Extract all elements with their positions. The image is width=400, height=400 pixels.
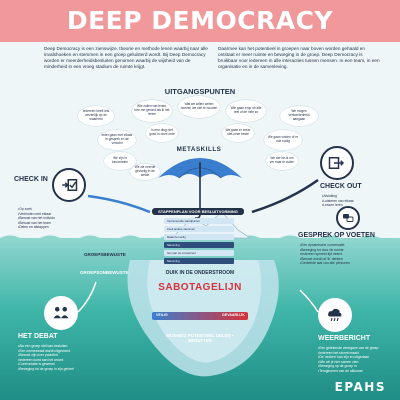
list-item: Wie wil je hier samen zien	[318, 360, 394, 365]
list-item: De 'wolken' kan zijn en uitgedaan	[318, 355, 394, 360]
list-item: Een getekende weergave van de groep	[318, 346, 394, 351]
checkbox-arrow-icon	[62, 179, 78, 191]
list-item: Beweging op de groep in	[318, 364, 394, 369]
groepsonbewuste-label: GROEPSONBEWUSTE	[80, 270, 129, 275]
list-item: Bewust van het team	[18, 221, 88, 226]
bubble: We zie neerde gevoelig in de welde	[130, 164, 160, 180]
list-item: Iedereen komt aan het woord	[18, 358, 110, 363]
check-out-title: CHECK OUT	[320, 183, 362, 190]
bubble: We gaan er zeker niet-onze beste	[222, 124, 254, 142]
list-item: Bewust zijn over polariteit	[18, 353, 110, 358]
uitgangspunten-heading: UITGANGSPUNTEN	[164, 87, 236, 96]
bubble: Wat we willen weten hoeven we niet te ho…	[178, 96, 220, 118]
bubble: Wie gaan erop uit alle reel of de hele z…	[226, 100, 266, 122]
list-item: Luisteren van elkaar	[322, 199, 392, 204]
list-item: Beweging tot de groep in zijn geheel	[18, 367, 110, 372]
onderstroom-label: DUIK IN DE ONDERSTROOM	[165, 270, 235, 276]
list-item: Iedereen spreekt tijd neemt	[300, 252, 392, 257]
bubble: Wie zullen wel lenen, ben me gerond als …	[132, 100, 172, 122]
list-item: Delen en afstappen	[18, 225, 88, 230]
bubble: Ieder gaan met elkaar in gesprek en de v…	[98, 130, 136, 150]
bubble: We der be-ik om ver naar te zullen	[266, 152, 298, 170]
list-item: Bewust van het individu	[18, 216, 88, 221]
check-in-icon-wrap	[52, 168, 86, 202]
step-row: Ga naar de minderheid	[164, 250, 234, 256]
list-item: Lessen leren	[322, 203, 392, 208]
list-item: Gedeelde taal van alle personen	[300, 261, 392, 266]
chat-bubbles-icon	[343, 214, 354, 222]
list-item: Op zoek	[18, 207, 88, 212]
wijsheid-label: WIJSHEID POTENTIEEL DELEN + BENUTTEN	[165, 333, 235, 343]
steps-header: STAPPENPLAN VOOR BESLUITVORMING	[152, 208, 244, 215]
list-item: Afsluiting	[322, 194, 392, 199]
intro-right: Daarmee kan het potentieel in groepen na…	[218, 46, 380, 69]
step-row: Stemming	[164, 258, 234, 264]
two-people-icon	[53, 307, 69, 319]
page-title: DEEP DEMOCRACY	[66, 6, 334, 35]
list-item: Beweging tot door de ruimte	[300, 248, 392, 253]
debat-list: Als een groep niet kan besluiten Een omm…	[18, 344, 110, 372]
list-item: Confrontatie is gewenst	[18, 362, 110, 367]
weerbericht-title: WEERBERICHT	[318, 335, 371, 342]
debat-title: HET DEBAT	[18, 333, 58, 340]
list-item: Een ommezwaai wordt uitgevoerd	[18, 349, 110, 354]
gesprek-title: GESPREK OP VOETEN	[298, 232, 375, 239]
check-out-list: Afsluiting Luisteren van elkaar Lessen l…	[322, 194, 392, 208]
bubble: We mogen verbondenheid aangaan	[280, 106, 318, 126]
bubble: Iedereen heeft iets wezenlijk op de waar…	[78, 106, 114, 126]
epahs-logo: EPAHS	[334, 380, 386, 394]
step-row: Zoek andere stemmen	[164, 226, 234, 232]
step-row: Verzamel alle standpunten	[164, 218, 234, 224]
check-in-title: CHECK IN	[14, 176, 48, 183]
intro-left: Deep Democracy is een zienswijze, theori…	[44, 46, 208, 69]
weerbericht-icon-wrap	[318, 298, 352, 332]
bubble: We zijn in beoordelen	[104, 152, 136, 170]
safety-gradient	[152, 312, 248, 320]
gevaarlijk-label: GEVAARLIJK	[222, 313, 245, 317]
arrow-box-icon	[328, 157, 345, 169]
cloud-rain-icon	[328, 308, 342, 322]
debat-icon-wrap	[44, 296, 78, 330]
gesprek-list: Een dynamische conversatie Beweging tot …	[300, 243, 392, 266]
list-item: Iedereen het stormt maakt	[318, 351, 394, 356]
list-item: Een dynamische conversatie	[300, 243, 392, 248]
step-row: Stemming	[164, 242, 234, 248]
list-item: Terugkomen van de uitkomst	[318, 369, 394, 374]
gesprek-icon-wrap	[336, 206, 360, 230]
weerbericht-list: Een getekende weergave van de groep Iede…	[318, 346, 394, 374]
bubble: We gaan vinden of er ook nodig	[264, 130, 302, 150]
check-in-list: Op zoek Verbinden met elkaar Bewust van …	[18, 207, 88, 230]
veilig-label: VEILIG	[156, 313, 168, 317]
header-banner	[0, 0, 400, 42]
bubble: Is een ding niet goed in onze orde	[146, 124, 178, 142]
step-row: Maak het veilig	[164, 234, 234, 240]
list-item: Bewust wordt uit 'ik' denken	[300, 257, 392, 262]
list-item: Verbinden met elkaar	[18, 212, 88, 217]
check-out-icon-wrap	[320, 146, 354, 180]
metaskills-label: METASKILLS	[176, 146, 222, 153]
list-item: Als een groep niet kan besluiten	[18, 344, 110, 349]
sabotage-label: SABOTAGELIJN	[158, 282, 242, 293]
groepsbewuste-label: GROEPSBEWUSTE	[84, 252, 126, 257]
